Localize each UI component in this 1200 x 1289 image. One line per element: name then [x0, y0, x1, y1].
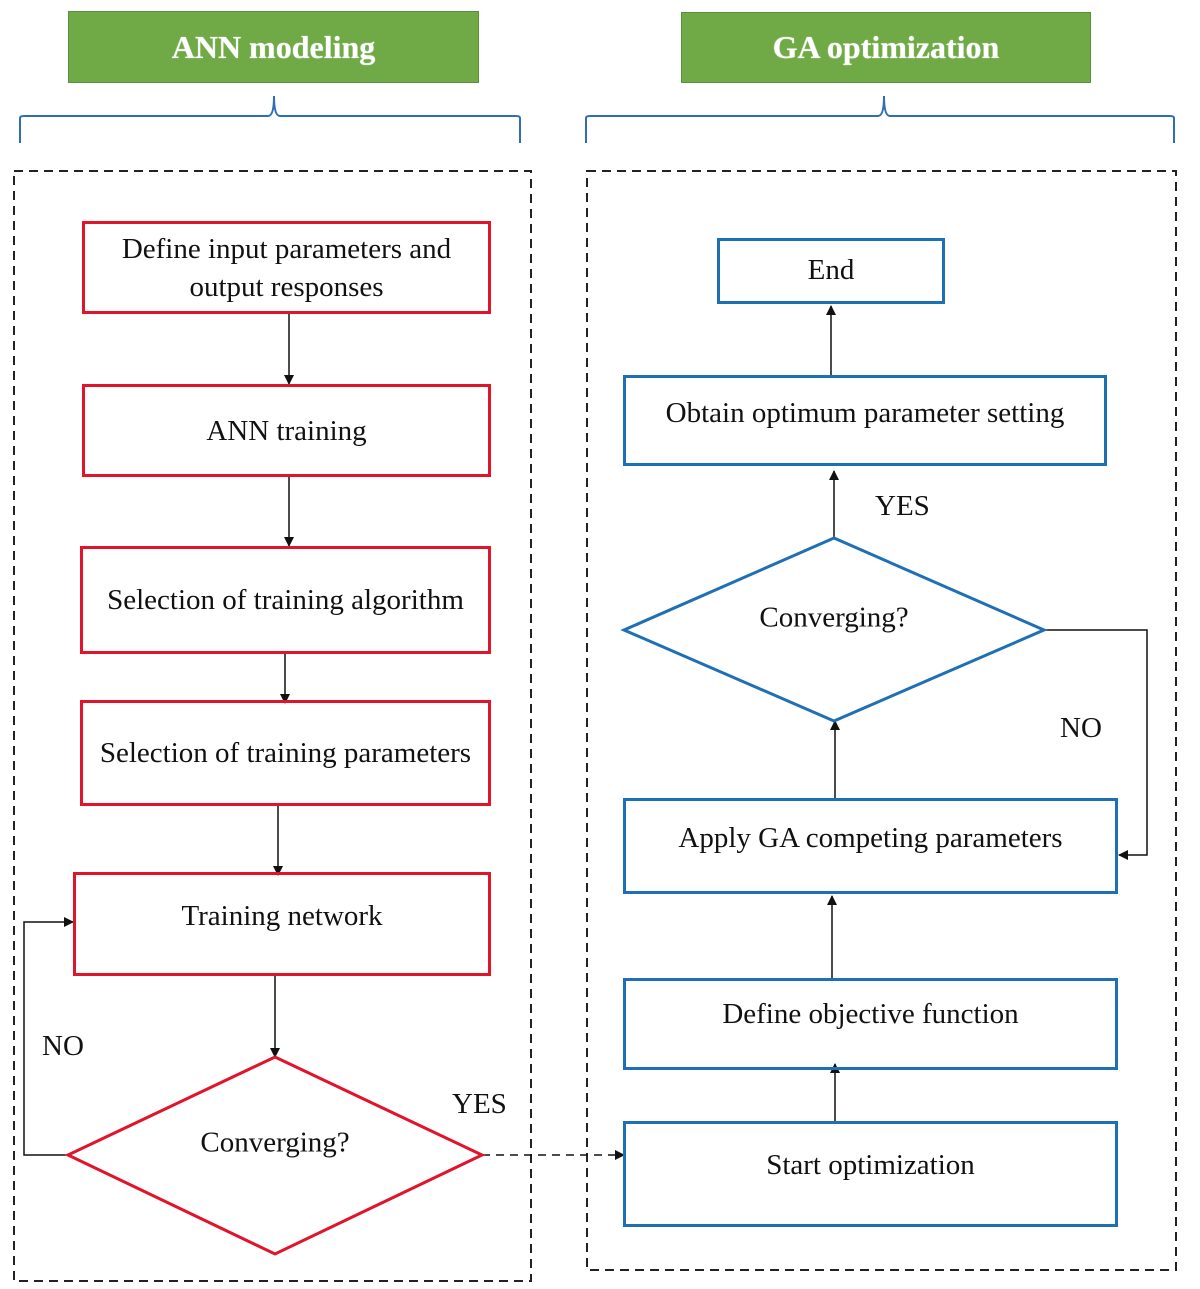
ga-brace — [585, 95, 1175, 143]
ann-step-select-parameters: Selection of training parameters — [80, 700, 491, 806]
ann-frame — [13, 170, 532, 1282]
ann-modeling-header: ANN modeling — [68, 11, 479, 83]
ann-step-select-algorithm: Selection of training algorithm — [80, 546, 491, 654]
arrow-ann-no-loop — [23, 917, 74, 1156]
ann-no-label: NO — [42, 1030, 84, 1062]
arrow-ga-no-loop — [1044, 629, 1148, 860]
ga-step-apply-parameters: Apply GA competing parameters — [623, 798, 1118, 894]
ann-brace — [19, 95, 521, 143]
ga-step-define-objective: Define objective function — [623, 978, 1118, 1070]
ann-step-training-network: Training network — [73, 872, 491, 976]
ga-step-start-optimization: Start optimization — [623, 1121, 1118, 1227]
ga-optimization-header: GA optimization — [681, 12, 1091, 83]
ann-step-define-inputs: Define input parameters and output respo… — [82, 221, 491, 314]
ann-step-ann-training: ANN training — [82, 384, 491, 477]
ann-yes-label: YES — [452, 1088, 507, 1120]
ann-decision-label: Converging? — [200, 1126, 350, 1159]
ga-yes-label: YES — [875, 490, 930, 522]
ann-decision-diamond — [64, 1055, 486, 1256]
ga-frame — [586, 170, 1177, 1271]
ga-step-obtain-optimum: Obtain optimum parameter setting — [623, 375, 1107, 466]
ga-step-end: End — [717, 238, 945, 304]
ga-no-label: NO — [1060, 712, 1102, 744]
ga-decision-diamond — [620, 536, 1048, 723]
ga-decision-label: Converging? — [759, 601, 909, 634]
